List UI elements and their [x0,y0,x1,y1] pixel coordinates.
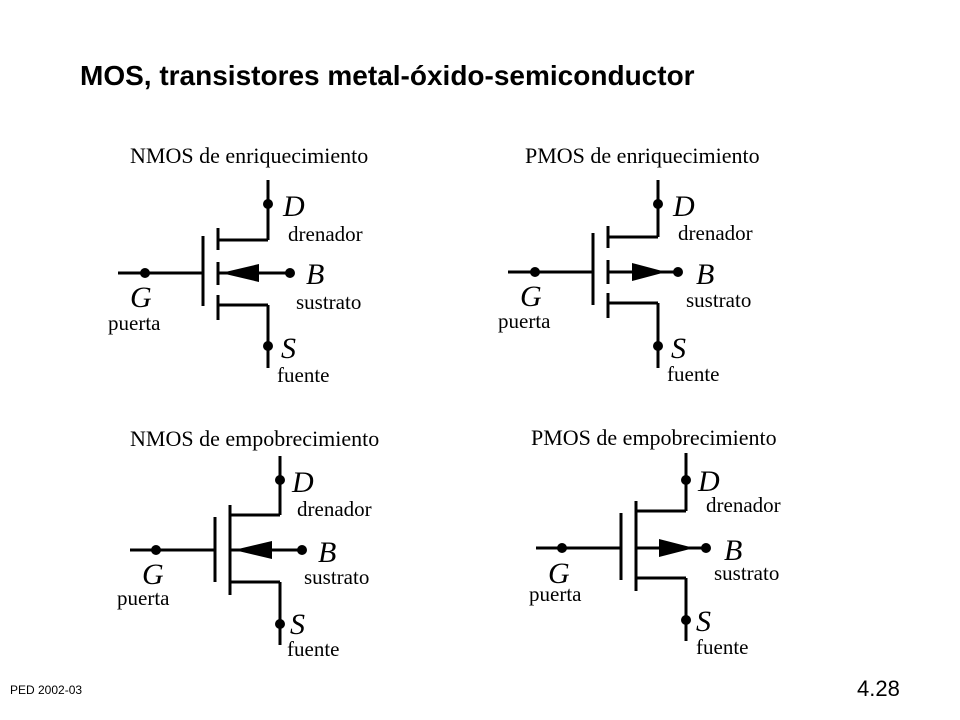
gate-terminal-dot [557,543,567,553]
mosfet-symbol [118,180,290,368]
source-letter: S [290,608,305,641]
transistor-nmos-depletion: NMOS de empobrecimiento D drenador B sus… [117,426,379,661]
bulk-terminal-dot [285,268,295,278]
mosfet-symbol [130,456,302,645]
drain-letter: D [697,465,720,498]
source-terminal-dot [681,615,691,625]
bulk-arrow-inward [221,264,259,282]
course-label: PED 2002-03 [10,683,83,697]
drain-terminal-dot [263,199,273,209]
gate-terminal-dot [530,267,540,277]
drain-name: drenador [678,221,753,245]
drain-name: drenador [288,222,363,246]
source-letter: S [281,332,296,365]
gate-letter: G [548,557,570,590]
transistor-caption: PMOS de empobrecimiento [531,425,777,450]
source-name: fuente [277,363,329,387]
bulk-letter: B [318,536,336,569]
drain-terminal-dot [653,199,663,209]
bulk-letter: B [696,258,714,291]
source-letter: S [696,605,711,638]
transistor-pmos-enhancement: PMOS de enriquecimiento D drenador B sus… [498,143,760,386]
source-terminal-dot [275,619,285,629]
bulk-letter: B [306,258,324,291]
drain-name: drenador [706,493,781,517]
gate-letter: G [130,281,152,314]
bulk-name: sustrato [296,290,361,314]
source-terminal-dot [263,341,273,351]
drain-letter: D [291,466,314,499]
gate-name: puerta [498,309,551,333]
gate-name: puerta [108,311,161,335]
transistor-caption: NMOS de empobrecimiento [130,426,379,451]
bulk-terminal-dot [673,267,683,277]
bulk-name: sustrato [714,561,779,585]
gate-terminal-dot [140,268,150,278]
gate-terminal-dot [151,545,161,555]
transistor-pmos-depletion: PMOS de empobrecimiento D drenador B sus… [529,425,781,659]
bulk-arrow-outward [632,263,666,281]
bulk-terminal-dot [297,545,307,555]
drain-terminal-dot [275,475,285,485]
bulk-terminal-dot [701,543,711,553]
source-name: fuente [287,637,339,661]
bulk-arrow-outward [659,539,694,557]
drain-letter: D [672,190,695,223]
gate-name: puerta [529,582,582,606]
source-name: fuente [667,362,719,386]
transistor-caption: PMOS de enriquecimiento [525,143,760,168]
transistor-caption: NMOS de enriquecimiento [130,143,368,168]
gate-letter: G [142,558,164,591]
drain-name: drenador [297,497,372,521]
bulk-arrow-inward [234,541,272,559]
slide-title: MOS, transistores metal-óxido-semiconduc… [80,60,695,91]
mosfet-symbol [536,453,708,641]
gate-name: puerta [117,586,170,610]
bulk-letter: B [724,534,742,567]
drain-terminal-dot [681,475,691,485]
source-terminal-dot [653,341,663,351]
slide-number: 4.28 [857,676,900,701]
source-letter: S [671,332,686,365]
gate-letter: G [520,280,542,313]
source-name: fuente [696,635,748,659]
bulk-name: sustrato [304,565,369,589]
drain-letter: D [282,190,305,223]
transistor-nmos-enhancement: NMOS de enriquecimiento D drenador B sus… [108,143,368,387]
bulk-name: sustrato [686,288,751,312]
